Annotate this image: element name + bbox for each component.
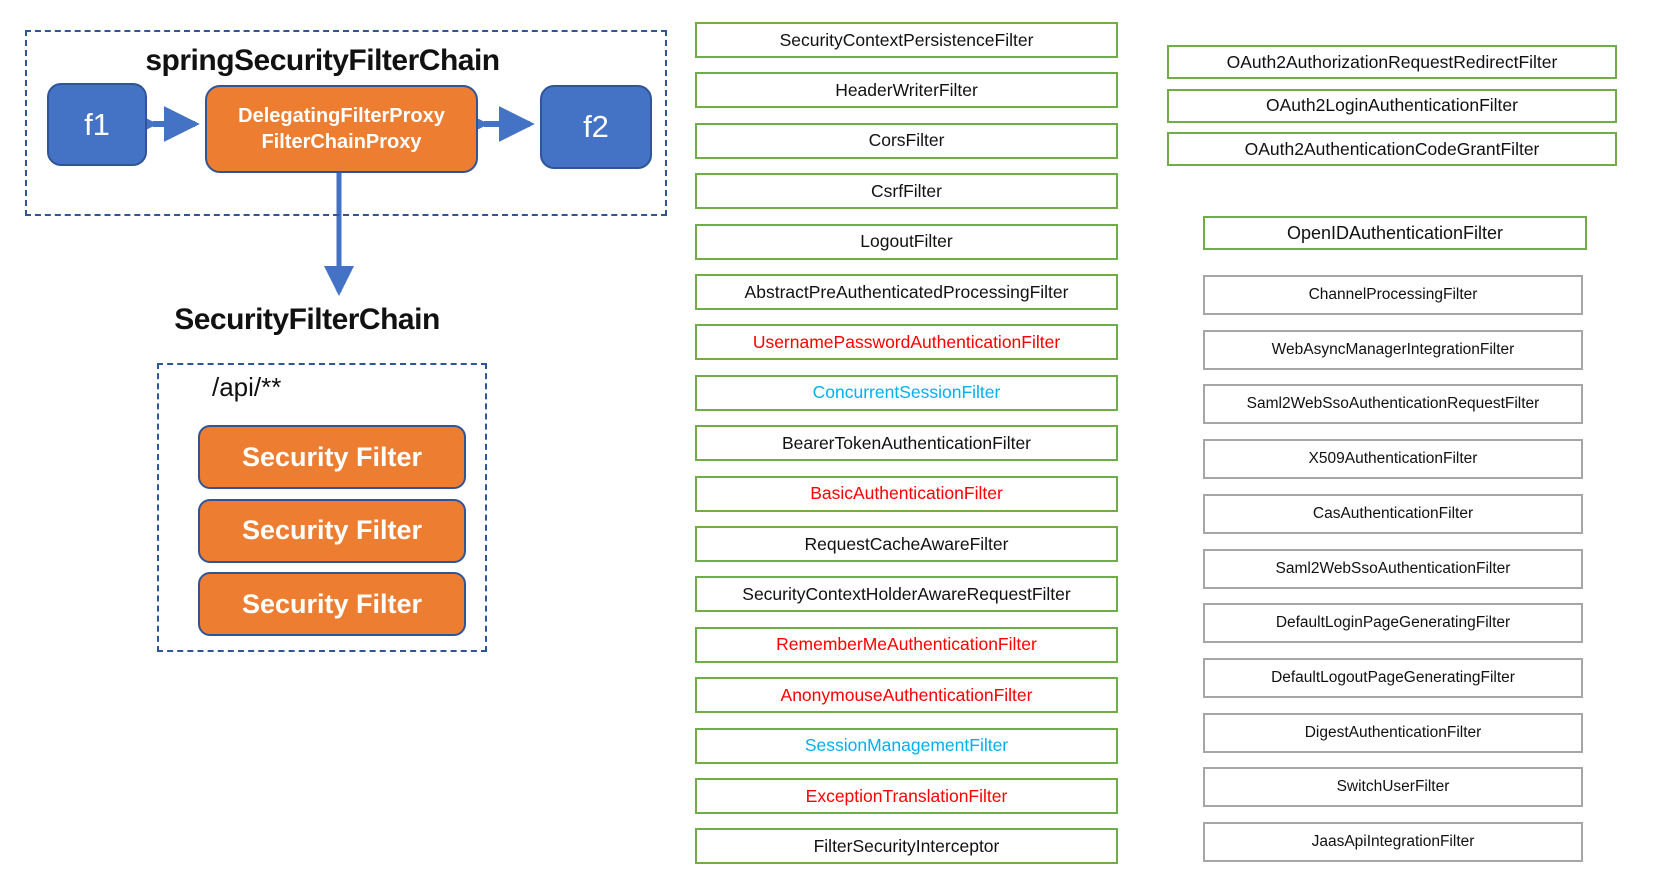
oauth-filter-box: OAuth2AuthenticationCodeGrantFilter [1167,132,1617,166]
filter-box: AnonymouseAuthenticationFilter [695,677,1118,714]
misc-filter-box: WebAsyncManagerIntegrationFilter [1203,329,1583,370]
security-filter-box: Security Filter [198,498,466,563]
filter-box: LogoutFilter [695,223,1118,260]
oauth-filter-box-label: OAuth2AuthenticationCodeGrantFilter [1244,138,1540,159]
filter-box-label: RequestCacheAwareFilter [804,533,1009,554]
f1-box: f1 [47,83,147,166]
filter-box: RequestCacheAwareFilter [695,526,1118,562]
proxy-label-line1: DelegatingFilterProxy [238,105,445,127]
filter-box-label: SessionManagementFilter [804,735,1009,756]
filter-box: ConcurrentSessionFilter [695,374,1118,411]
filter-box: SecurityContextHolderAwareRequestFilter [695,576,1118,613]
filter-box: RememberMeAuthenticationFilter [695,626,1118,663]
filter-box: UsernamePasswordAuthenticationFilter [695,324,1118,361]
filter-box: ExceptionTranslationFilter [695,778,1118,814]
misc-filter-box: SwitchUserFilter [1203,767,1583,808]
filter-box: FilterSecurityInterceptor [695,828,1118,865]
misc-filter-box-label: SwitchUserFilter [1336,778,1450,796]
filter-box: BasicAuthenticationFilter [695,475,1118,512]
security-filter-chain-title: SecurityFilterChain [174,303,440,336]
misc-filter-box-label: Saml2WebSsoAuthenticationFilter [1275,559,1511,577]
filter-box: SessionManagementFilter [695,727,1118,764]
api-chain-box [157,363,487,652]
filter-box-label: SecurityContextPersistenceFilter [779,29,1034,50]
filter-box-label: CorsFilter [868,130,945,151]
misc-filter-box-label: DigestAuthenticationFilter [1304,723,1482,741]
filter-box: HeaderWriterFilter [695,72,1118,109]
misc-filter-box: DigestAuthenticationFilter [1203,712,1583,753]
filter-box-label: FilterSecurityInterceptor [813,835,1000,856]
openid-filter-box-label: OpenIDAuthenticationFilter [1286,222,1504,243]
proxy-label-line2: FilterChainProxy [261,131,422,153]
misc-filter-box: JaasApiIntegrationFilter [1203,822,1583,862]
filter-box: CorsFilter [695,122,1118,159]
delegating-filter-proxy-box: DelegatingFilterProxy FilterChainProxy [205,85,478,173]
security-filter-label: Security Filter [241,515,423,545]
filter-box-label: ExceptionTranslationFilter [805,785,1008,806]
openid-filter-box: OpenIDAuthenticationFilter [1203,216,1587,250]
f2-box: f2 [540,85,652,169]
misc-filter-box-label: X509AuthenticationFilter [1308,450,1478,468]
filter-box: AbstractPreAuthenticatedProcessingFilter [695,274,1118,310]
security-filter-label: Security Filter [241,441,423,472]
filter-box-label: AbstractPreAuthenticatedProcessingFilter [744,281,1069,302]
misc-filter-box-label: ChannelProcessingFilter [1308,286,1478,303]
oauth-filter-box: OAuth2LoginAuthenticationFilter [1167,88,1617,123]
security-filter-label: Security Filter [241,588,423,619]
filter-box: SecurityContextPersistenceFilter [695,22,1118,58]
misc-filter-box-label: Saml2WebSsoAuthenticationRequestFilter [1246,395,1540,413]
filter-box-label: CsrfFilter [871,180,942,201]
spring-security-filter-chain-box [25,30,667,216]
misc-filter-box-label: DefaultLoginPageGeneratingFilter [1275,614,1511,632]
filter-box-label: LogoutFilter [860,231,953,252]
misc-filter-box: DefaultLoginPageGeneratingFilter [1203,603,1583,644]
api-pattern-label: /api/** [212,372,282,402]
filter-box-label: BasicAuthenticationFilter [810,483,1003,504]
spring-security-filter-chain-title: springSecurityFilterChain [145,44,500,77]
security-filter-box: Security Filter [198,572,466,636]
misc-filter-box: DefaultLogoutPageGeneratingFilter [1203,657,1583,698]
misc-filter-box-label: WebAsyncManagerIntegrationFilter [1271,340,1515,358]
misc-filter-box: CasAuthenticationFilter [1203,493,1583,534]
misc-filter-box: Saml2WebSsoAuthenticationRequestFilter [1203,384,1583,425]
misc-filter-box-label: JaasApiIntegrationFilter [1311,833,1475,850]
misc-filter-box: Saml2WebSsoAuthenticationFilter [1203,548,1583,589]
filter-box-label: RememberMeAuthenticationFilter [776,634,1037,655]
misc-filter-box: ChannelProcessingFilter [1203,275,1583,315]
oauth-filter-box: OAuth2AuthorizationRequestRedirectFilter [1167,45,1617,79]
misc-filter-box: X509AuthenticationFilter [1203,439,1583,480]
filter-box-label: HeaderWriterFilter [835,79,978,100]
oauth-filter-box-label: OAuth2LoginAuthenticationFilter [1266,95,1518,115]
misc-filter-box-label: DefaultLogoutPageGeneratingFilter [1271,668,1515,686]
filter-box-label: BearerTokenAuthenticationFilter [781,432,1032,453]
oauth-filter-box-label: OAuth2AuthorizationRequestRedirectFilter [1226,51,1558,72]
filter-box-label: SecurityContextHolderAwareRequestFilter [742,583,1071,604]
filter-box-label: ConcurrentSessionFilter [812,382,1001,403]
filter-box-label: UsernamePasswordAuthenticationFilter [752,331,1061,352]
filter-box-label: AnonymouseAuthenticationFilter [780,684,1033,705]
misc-filter-box-label: CasAuthenticationFilter [1312,504,1474,522]
security-filter-box: Security Filter [198,425,466,489]
filter-box: CsrfFilter [695,173,1118,210]
filter-box: BearerTokenAuthenticationFilter [695,425,1118,462]
